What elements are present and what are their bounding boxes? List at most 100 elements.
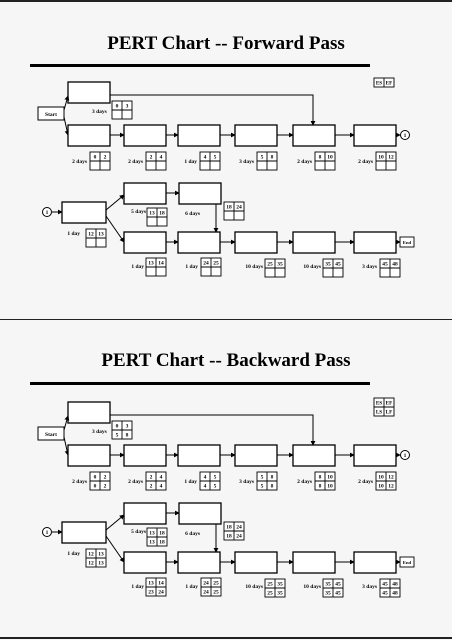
- time-value: 35: [277, 582, 283, 588]
- activity-box: [177, 444, 221, 467]
- time-value: 2: [150, 155, 153, 161]
- activity-box: [123, 551, 167, 574]
- time-value: 18: [159, 540, 165, 546]
- activity-box: [123, 444, 167, 467]
- duration-label: 3 days: [239, 159, 254, 165]
- time-value: 8: [271, 475, 274, 481]
- slide-title: PERT Chart -- Forward Pass: [107, 33, 345, 54]
- duration-label: 5 days: [131, 209, 146, 215]
- duration-label: 10 days: [245, 264, 263, 270]
- time-value: 35: [325, 262, 331, 268]
- time-value: 12: [88, 552, 94, 558]
- time-value: 45: [382, 582, 388, 588]
- duration-label: 3 days: [92, 429, 107, 435]
- end-label: End: [403, 240, 412, 245]
- time-value: 4: [204, 155, 207, 161]
- time-value: 35: [325, 582, 331, 588]
- activity-box: [292, 551, 336, 574]
- time-value: 4: [204, 484, 207, 490]
- time-value: 35: [277, 591, 283, 597]
- time-value: 10: [378, 155, 384, 161]
- connector-label: 1: [46, 530, 49, 536]
- activity-box: [292, 231, 336, 254]
- duration-label: 5 days: [131, 529, 146, 535]
- activity-box: [353, 231, 397, 254]
- duration-label: 2 days: [358, 479, 373, 485]
- activity-box: [67, 124, 111, 147]
- time-value: 18: [159, 211, 165, 217]
- time-value: 18: [226, 525, 232, 531]
- connector-line: [110, 94, 316, 126]
- slide-title: PERT Chart -- Backward Pass: [101, 350, 351, 371]
- time-value: 0: [94, 484, 97, 490]
- activity-box: [234, 124, 278, 147]
- time-value: 25: [267, 262, 273, 268]
- time-value: 12: [388, 484, 394, 490]
- time-value: 14: [158, 261, 164, 267]
- time-value: 2: [150, 484, 153, 490]
- activity-box-first: [61, 521, 107, 544]
- duration-label: 2 days: [72, 479, 87, 485]
- time-value: 10: [327, 155, 333, 161]
- time-value: 24: [203, 590, 209, 596]
- time-value: 0: [116, 424, 119, 430]
- time-value: 0: [94, 155, 97, 161]
- activity-box: [123, 124, 167, 147]
- slide-separator: [0, 319, 452, 320]
- time-value: 18: [226, 205, 232, 211]
- time-value: 48: [392, 582, 398, 588]
- time-value: 35: [277, 262, 283, 268]
- connector-circle: [400, 130, 410, 140]
- duration-label: 1 day: [185, 264, 198, 270]
- duration-label: 3 days: [362, 584, 377, 590]
- time-value: 13: [149, 211, 155, 217]
- legend-label: EF: [386, 81, 393, 87]
- duration-label: 6 days: [185, 531, 200, 537]
- activity-box: [292, 444, 336, 467]
- legend-label: ES: [376, 81, 382, 87]
- time-value: 45: [335, 262, 341, 268]
- activity-box-a: [67, 81, 111, 104]
- time-value: 25: [213, 261, 219, 267]
- time-value: 5: [214, 475, 217, 481]
- time-value: 10: [327, 484, 333, 490]
- duration-label: 2 days: [358, 159, 373, 165]
- time-value: 8: [271, 484, 274, 490]
- time-value: 0: [94, 475, 97, 481]
- time-value: 18: [159, 531, 165, 537]
- activity-box: [353, 551, 397, 574]
- duration-label: 10 days: [303, 264, 321, 270]
- time-value: 13: [149, 531, 155, 537]
- duration-label: 1 day: [184, 479, 197, 485]
- title-underline: [30, 64, 370, 67]
- time-value: 10: [378, 484, 384, 490]
- time-value: 24: [203, 261, 209, 267]
- duration-label: 2 days: [128, 159, 143, 165]
- connector-line: [105, 535, 125, 563]
- time-value: 5: [214, 484, 217, 490]
- time-value: 5: [261, 155, 264, 161]
- time-value: 13: [98, 552, 104, 558]
- time-value: 24: [203, 581, 209, 587]
- time-value: 5: [261, 484, 264, 490]
- time-value: 13: [98, 561, 104, 567]
- connector-line: [105, 514, 125, 531]
- connector-line: [63, 116, 70, 136]
- time-value: 4: [204, 475, 207, 481]
- time-value: 8: [319, 484, 322, 490]
- time-value: 23: [148, 590, 154, 596]
- connector-label: 1: [46, 210, 49, 216]
- time-value: 24: [158, 590, 164, 596]
- time-value: 25: [213, 581, 219, 587]
- time-value: 25: [213, 590, 219, 596]
- connector-line: [63, 436, 70, 456]
- duration-label: 1 day: [131, 264, 144, 270]
- legend-label: LF: [386, 410, 393, 416]
- time-value: 2: [104, 484, 107, 490]
- start-node: [37, 426, 65, 441]
- time-value: 4: [160, 155, 163, 161]
- connector-label: 1: [404, 133, 407, 139]
- time-value: 5: [116, 433, 119, 439]
